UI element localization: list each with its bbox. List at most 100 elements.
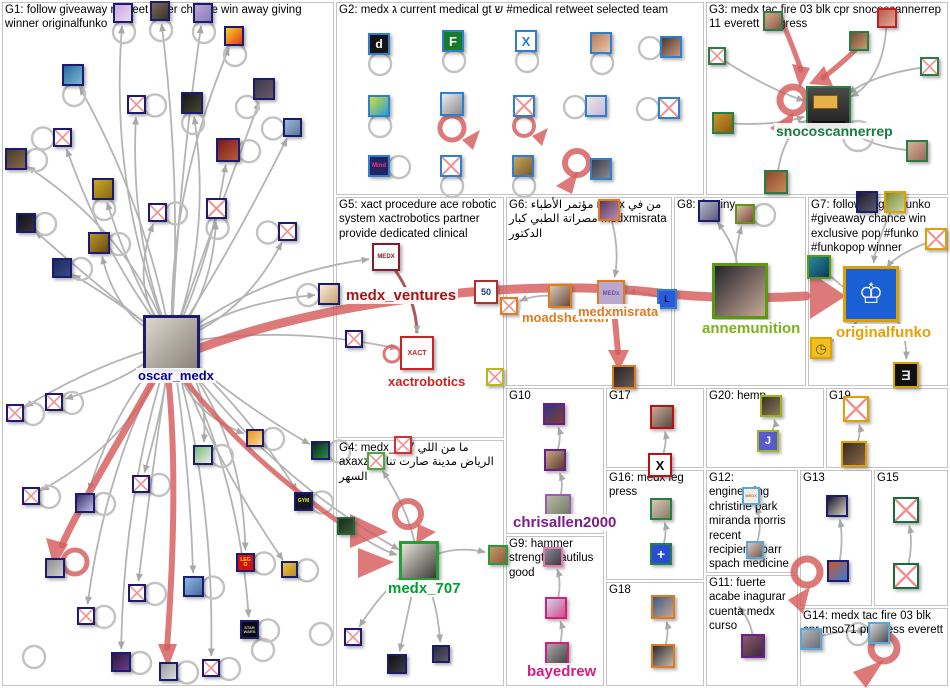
node-avatar-n111[interactable] — [488, 545, 508, 565]
node-avatar-n9[interactable] — [283, 118, 302, 137]
node-avatar-n110[interactable] — [337, 517, 355, 535]
node-avatar-n101[interactable] — [800, 628, 822, 650]
node-avatar-n13[interactable] — [92, 178, 114, 200]
node-label-originalfunko[interactable]: originalfunko — [834, 324, 933, 341]
node-avatar-n74[interactable] — [612, 365, 636, 389]
node-avatar-n63[interactable] — [877, 8, 897, 28]
node-avatar-n6[interactable] — [253, 78, 275, 100]
node-avatar-n31[interactable] — [311, 441, 330, 460]
node-avatar-n49[interactable] — [585, 95, 607, 117]
node-n112[interactable] — [344, 628, 362, 646]
node-avatar-n16[interactable] — [16, 213, 36, 233]
node-avatar-n61[interactable] — [906, 140, 928, 162]
node-n87[interactable]: X — [648, 453, 672, 477]
node-n22[interactable] — [45, 393, 63, 411]
node-avatar-n17[interactable] — [88, 232, 110, 254]
node-avatar-n88[interactable] — [760, 395, 782, 417]
node-avatar-n45[interactable] — [660, 36, 682, 58]
node-n64[interactable]: MEDX — [372, 243, 400, 271]
node-label-medx_ventures[interactable]: medx_ventures — [344, 287, 459, 304]
node-n21[interactable] — [6, 404, 24, 422]
node-avatar-n106[interactable] — [545, 597, 567, 619]
node-avatar-n2[interactable] — [150, 1, 170, 21]
node-n52[interactable] — [440, 155, 462, 177]
node-avatar-n54[interactable] — [590, 158, 612, 180]
node-avatar-n26[interactable] — [45, 558, 65, 578]
node-avatar-n38[interactable] — [159, 662, 178, 681]
node-n98[interactable] — [893, 497, 919, 523]
node-n70[interactable] — [500, 297, 518, 315]
node-avatar-n92[interactable] — [650, 498, 672, 520]
node-avatar-anne[interactable] — [712, 263, 768, 319]
node-avatar-n71[interactable] — [548, 284, 572, 308]
node-avatar-n47[interactable] — [440, 92, 464, 116]
node-label-snocoscannerrep[interactable]: snocoscannerrep — [774, 123, 895, 139]
node-avatar-n114[interactable] — [432, 645, 450, 663]
node-n80[interactable]: ◷ — [810, 337, 832, 359]
node-label-chrisallen2000[interactable]: chrisallen2000 — [511, 514, 619, 531]
node-avatar-n37[interactable] — [111, 652, 131, 672]
node-n7[interactable] — [127, 95, 146, 114]
node-n36[interactable]: STAR WARS — [240, 620, 259, 639]
node-n41[interactable]: d — [368, 33, 390, 55]
node-n82[interactable]: Ǝ — [893, 362, 919, 388]
node-label-bayedrew[interactable]: bayedrew — [525, 663, 599, 680]
node-n10[interactable] — [53, 128, 72, 147]
node-n108[interactable] — [367, 452, 385, 470]
node-avatar-n83[interactable] — [543, 403, 565, 425]
node-avatar-n104[interactable] — [651, 644, 675, 668]
node-avatar-n24[interactable] — [75, 493, 95, 513]
node-avatar-n97[interactable] — [827, 560, 849, 582]
node-avatar-n35[interactable] — [183, 576, 204, 597]
node-n32[interactable]: GYM — [294, 492, 313, 511]
node-n39[interactable] — [202, 659, 220, 677]
node-avatar-n53[interactable] — [512, 155, 534, 177]
node-n65[interactable]: 50 — [474, 280, 498, 304]
node-avatar-n1[interactable] — [113, 3, 133, 23]
node-label-oscar_medx[interactable]: oscar_medx — [136, 368, 216, 383]
node-n42[interactable]: F — [442, 30, 464, 52]
node-avatar-n5[interactable] — [62, 64, 84, 86]
node-n48[interactable] — [513, 95, 535, 117]
node-n94[interactable]: MEDX — [742, 487, 760, 505]
node-n90[interactable] — [843, 396, 869, 422]
node-avatar-n30[interactable] — [246, 429, 264, 447]
node-n28[interactable] — [128, 584, 146, 602]
node-n66[interactable]: XACT — [400, 336, 434, 370]
node-avatar-n100[interactable] — [741, 634, 765, 658]
node-funko[interactable]: ♔ — [843, 266, 899, 322]
node-n14[interactable] — [148, 203, 167, 222]
node-avatar-n84[interactable] — [544, 449, 566, 471]
node-n50[interactable] — [658, 97, 680, 119]
node-label-annemunition[interactable]: annemunition — [700, 320, 803, 337]
node-n99[interactable] — [893, 563, 919, 589]
node-avatar-m707[interactable] — [399, 541, 439, 581]
node-avatar-n76[interactable] — [735, 204, 755, 224]
node-n33[interactable]: LEGO — [236, 553, 255, 572]
node-avatar-n95[interactable] — [746, 541, 764, 559]
node-label-medxmisrata[interactable]: medxmisrata — [576, 304, 661, 319]
node-n51[interactable]: Mind — [368, 155, 390, 177]
node-n89[interactable]: J — [757, 430, 779, 452]
node-avatar-n55[interactable] — [763, 11, 783, 31]
node-n15[interactable] — [206, 198, 227, 219]
node-avatar-n44[interactable] — [590, 32, 612, 54]
node-avatar-n4[interactable] — [224, 26, 244, 46]
node-avatar-n102[interactable] — [868, 622, 890, 644]
node-avatar-n12[interactable] — [216, 138, 240, 162]
node-avatar-n59[interactable] — [712, 112, 734, 134]
node-avatar-n105[interactable] — [543, 547, 563, 567]
node-avatar-n77[interactable] — [807, 255, 831, 279]
node-avatar-n19[interactable] — [52, 258, 72, 278]
node-avatar-n113[interactable] — [387, 654, 407, 674]
node-avatar-n34[interactable] — [281, 561, 298, 578]
node-avatar-n3[interactable] — [193, 3, 213, 23]
node-n27[interactable] — [77, 607, 95, 625]
node-avatar-n56[interactable] — [849, 31, 869, 51]
node-avatar-n78[interactable] — [856, 191, 878, 213]
node-n23[interactable] — [22, 487, 40, 505]
node-avatar-n103[interactable] — [651, 595, 675, 619]
node-avatar-n91[interactable] — [841, 441, 867, 467]
node-avatar-n96[interactable] — [826, 495, 848, 517]
node-n68[interactable] — [486, 368, 504, 386]
